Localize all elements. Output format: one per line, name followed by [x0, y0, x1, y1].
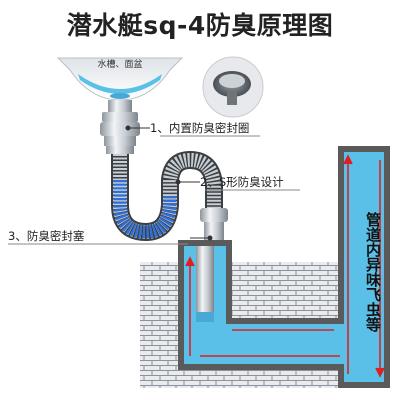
- drain-plug-inset: [202, 56, 264, 118]
- callout-seal-ring: 1、内置防臭密封圈: [150, 121, 250, 135]
- drain-pipe: [178, 146, 390, 388]
- s-hose: [111, 150, 223, 242]
- callout-seal-plug: 3、防臭密封塞: [8, 229, 85, 243]
- sink-label: 水槽、面盆: [97, 60, 143, 70]
- sink-basin: [56, 57, 184, 101]
- odor-flow-arrows: [185, 154, 385, 378]
- page-title: 潜水艇sq-4防臭原理图: [66, 11, 334, 40]
- callout-leaders: [8, 125, 300, 245]
- callout-s-design: 2、S形防臭设计: [200, 175, 284, 189]
- pipe-odor-label: 管道内异味飞虫等: [364, 212, 382, 332]
- chrome-fitting: [100, 100, 140, 154]
